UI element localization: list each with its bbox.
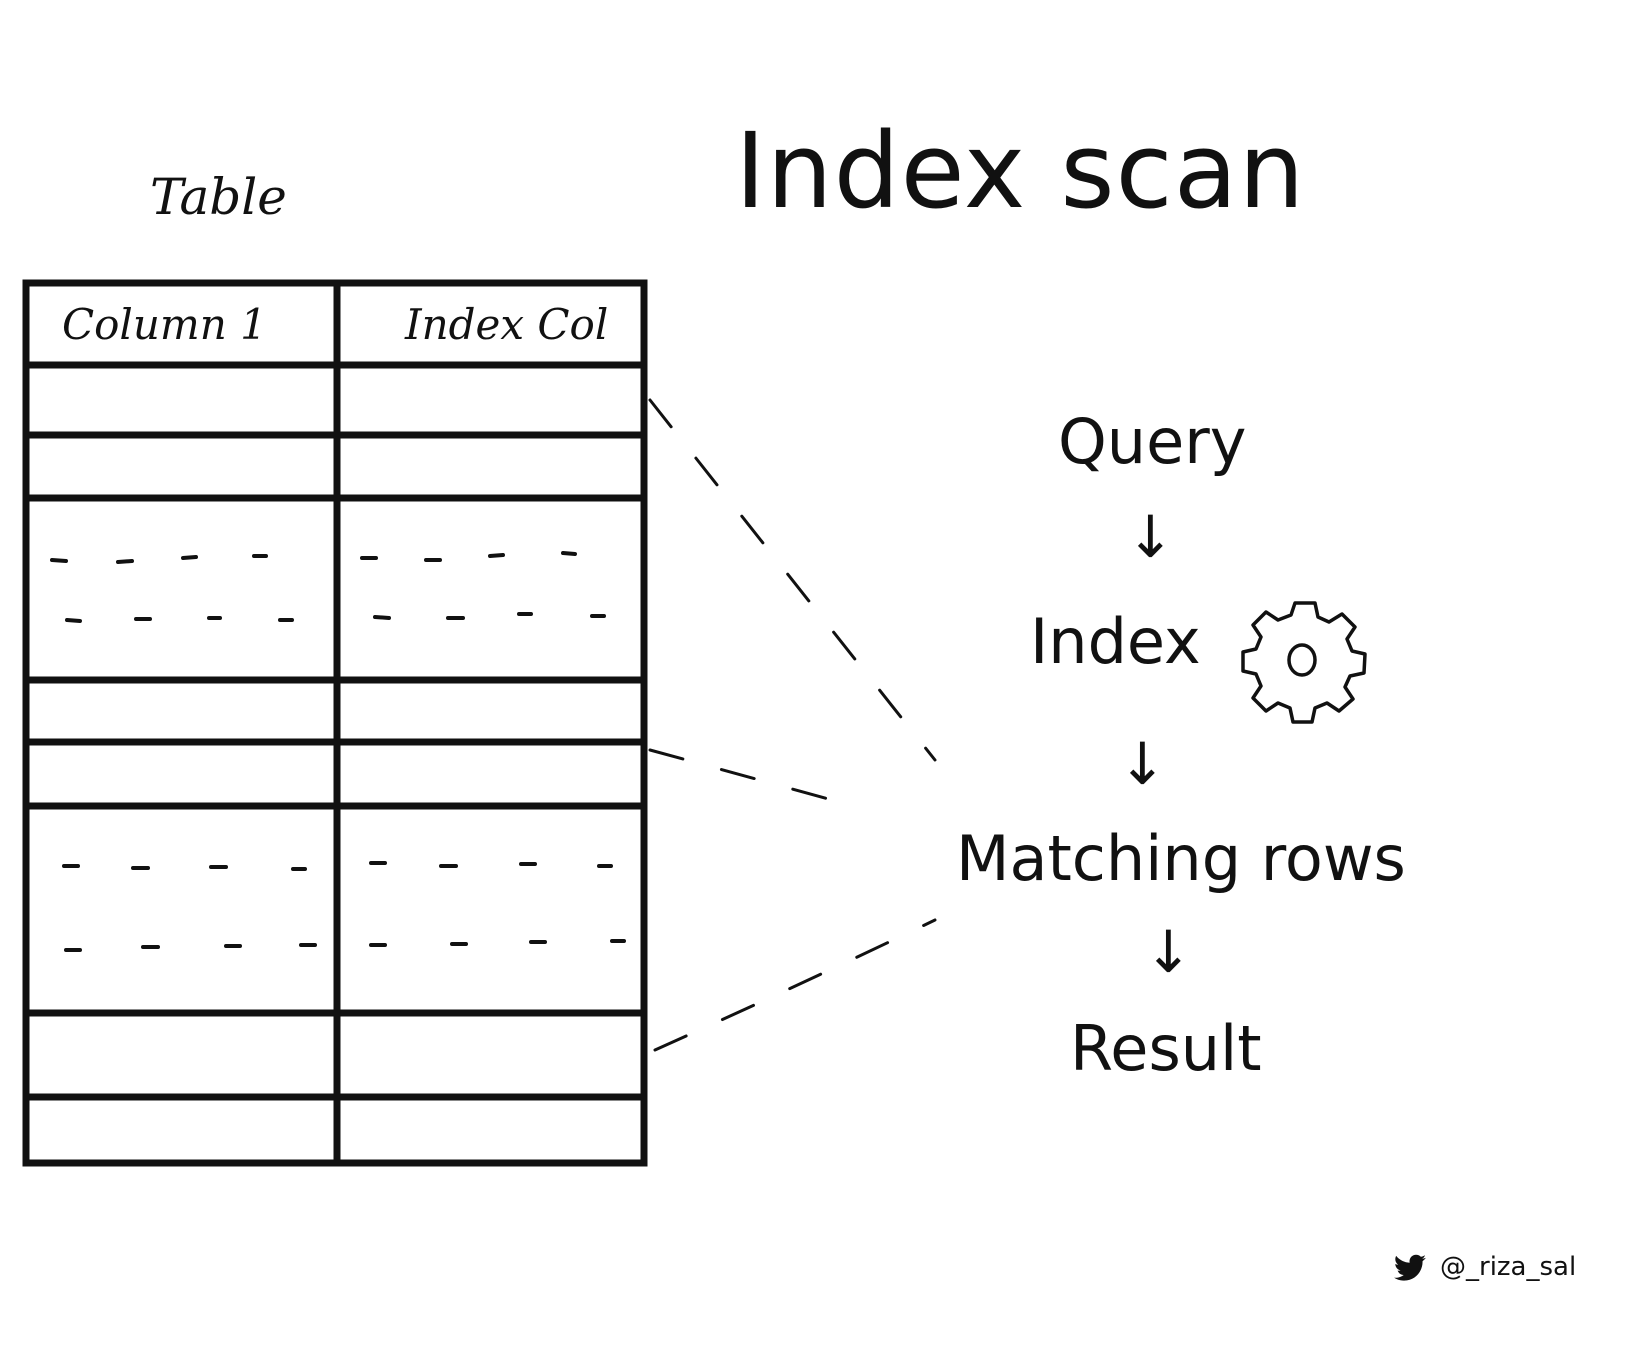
column-header-2: Index Col — [405, 300, 609, 349]
step-result: Result — [1070, 1012, 1262, 1085]
arrow-down-icon: ↓ — [1126, 503, 1175, 571]
connector-lower — [653, 918, 937, 1052]
arrow-down-icon: ↓ — [1144, 918, 1193, 986]
step-matching-rows: Matching rows — [956, 822, 1406, 895]
arrow-down-icon: ↓ — [1118, 730, 1167, 798]
twitter-bird-icon — [1394, 1254, 1426, 1281]
step-query: Query — [1058, 405, 1247, 478]
gear-icon — [1241, 601, 1367, 724]
column-header-1: Column 1 — [62, 300, 267, 349]
table-grid — [22, 279, 648, 1167]
author-handle: @_riza_sal — [1440, 1252, 1577, 1282]
connector-upper — [648, 398, 937, 762]
connector-middle — [648, 748, 852, 807]
ellipsis-marks — [50, 551, 626, 952]
step-index: Index — [1030, 605, 1201, 678]
table-label: Table — [150, 168, 287, 226]
page-title: Index scan — [735, 110, 1306, 232]
row-connectors — [648, 398, 937, 1052]
